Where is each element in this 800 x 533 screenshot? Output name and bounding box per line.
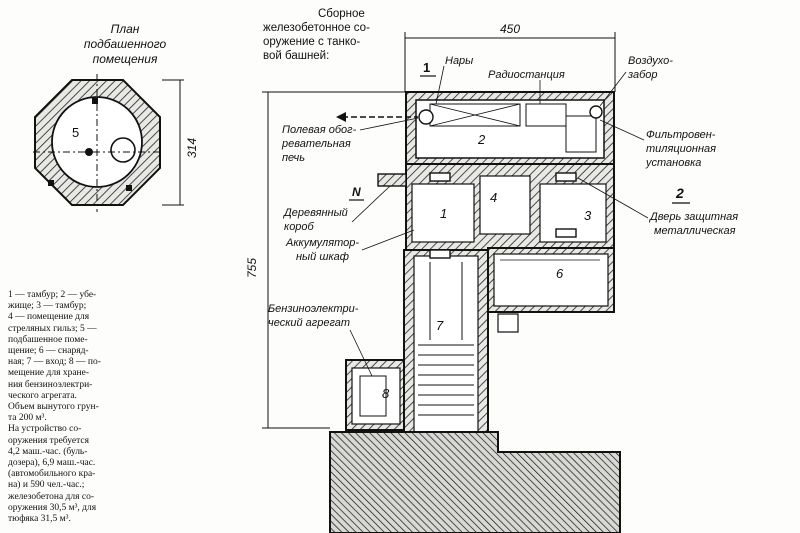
width-dimension-label: 450	[500, 22, 520, 36]
legend-line: оружения требуется	[8, 435, 89, 446]
label-air-intake-1: Воздухо-	[628, 55, 673, 67]
legend-line: ная; 7 — вход; 8 — по-	[8, 357, 101, 368]
height-dimension: 755	[245, 91, 408, 429]
label-wooden-box-1: Деревянный	[282, 207, 348, 219]
legend-line: мещение для хране-	[8, 368, 90, 379]
legend-line: подбашенное поме-	[8, 334, 88, 345]
label-generator-2: ческий агрегат	[268, 317, 350, 329]
room-number-8: 8	[382, 386, 390, 401]
room-number-4: 4	[490, 190, 497, 205]
label-battery-2: ный шкаф	[296, 251, 349, 263]
label-battery-1: Аккумулятор-	[285, 237, 359, 249]
label-air-intake-2: забор	[627, 69, 658, 81]
legend-line: на) и 590 чел.-час.;	[8, 480, 85, 491]
structure-title-line1: Сборное	[318, 8, 365, 20]
legend-line: жище; 3 — тамбур;	[8, 301, 87, 312]
legend-line: На устройство со-	[8, 424, 82, 435]
room-number-6: 6	[556, 266, 564, 281]
plan-dimension: 314	[185, 138, 199, 158]
label-bunks: Нары	[445, 55, 473, 67]
structure-title-line3: оружение с танко-	[263, 36, 360, 48]
legend-line: ния бензиноэлектри-	[8, 379, 93, 390]
plan-room-number: 5	[72, 125, 79, 140]
label-filter-1: Фильтровен-	[646, 129, 716, 141]
room-number-3: 3	[584, 208, 592, 223]
label-stove-2: ревательная	[281, 138, 351, 150]
label-stove-1: Полевая обог-	[282, 124, 357, 136]
legend-line: ческого агрегата.	[8, 390, 77, 401]
legend-line: оружения 30,5 м³, для	[8, 502, 97, 513]
legend-line: (автомобильного кра-	[8, 469, 96, 480]
width-dimension: 450	[404, 22, 616, 92]
room-number-7: 7	[436, 318, 444, 333]
label-radio: Радиостанция	[488, 69, 565, 81]
label-generator-1: Бензиноэлектри-	[268, 303, 359, 315]
plan-title-line2: подбашенного	[84, 37, 167, 51]
section-marker-1: 1	[423, 60, 430, 75]
label-door-2: металлическая	[654, 225, 736, 237]
room-number-1: 1	[440, 206, 447, 221]
legend-line: 4,2 маш.-час. (буль-	[8, 446, 88, 457]
structure-title-line2: железобетонное со-	[263, 22, 370, 34]
plan-title-line3: помещения	[93, 52, 158, 66]
label-wooden-box-2: короб	[284, 221, 315, 233]
section-marker-2: 2	[675, 185, 684, 201]
legend-line: щение; 6 — снаряд-	[8, 346, 89, 357]
shelter-structure	[329, 91, 621, 533]
label-filter-3: установка	[645, 157, 701, 169]
tower-plan: 5 314	[33, 74, 199, 212]
legend-line: Объем вынутого грун-	[8, 402, 99, 413]
plan-title-line1: План	[111, 22, 140, 36]
height-dimension-label: 755	[245, 258, 259, 278]
label-door-1: Дверь защитная	[648, 211, 738, 223]
legend-line: стреляных гильз; 5 —	[8, 323, 97, 334]
label-stove-3: печь	[282, 152, 305, 164]
legend-text: 1 — тамбур; 2 — убе- жище; 3 — тамбур; 4…	[8, 290, 160, 525]
north-marker: N	[352, 185, 361, 199]
legend-line: дозера), 6,9 маш.-час.	[8, 458, 96, 469]
legend-line: 4 — помещение для	[8, 312, 90, 323]
legend-line: та 200 м³.	[8, 413, 47, 424]
legend-line: тюфяка 31,5 м³.	[8, 514, 71, 525]
structure-title-line4: вой башней:	[263, 50, 329, 62]
room-number-2: 2	[477, 132, 486, 147]
legend-line: железобетона для со-	[8, 491, 95, 502]
label-filter-2: тиляционная	[646, 143, 716, 155]
legend-line: 1 — тамбур; 2 — убе-	[8, 290, 97, 300]
